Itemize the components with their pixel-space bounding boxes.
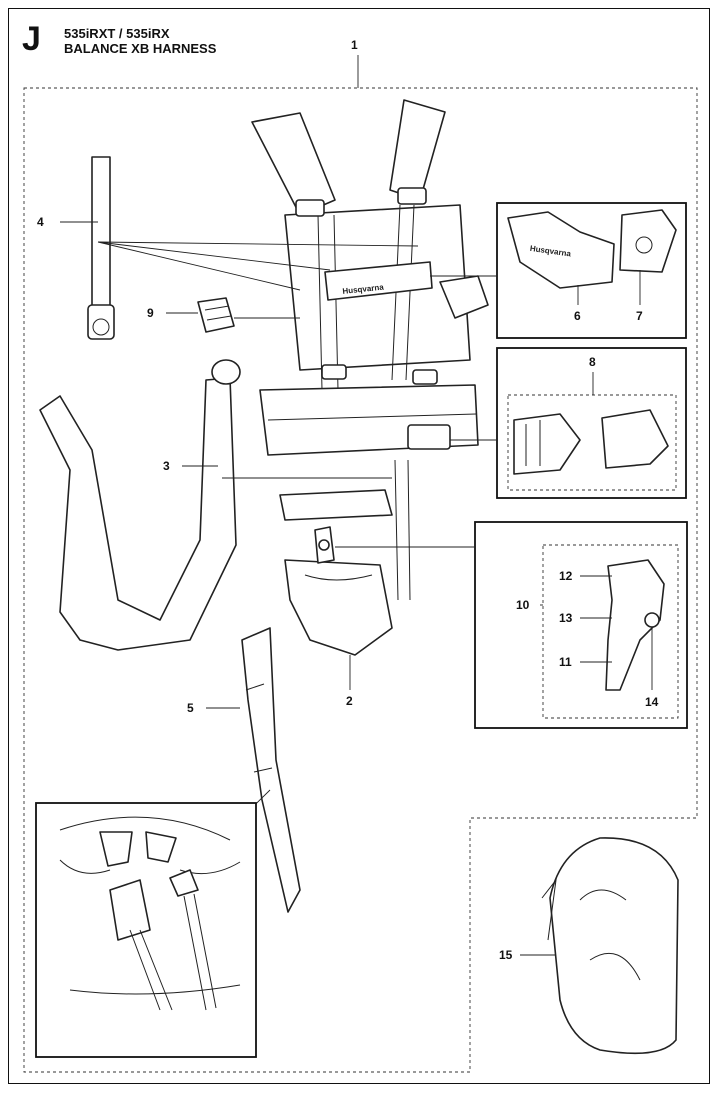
page-frame: [8, 8, 710, 1084]
strap-part-4: [87, 156, 115, 340]
hook-part-11: [605, 559, 665, 691]
buckle-part-8: [513, 409, 669, 475]
callout-9: 9: [147, 306, 154, 320]
callout-11: 11: [559, 655, 572, 669]
model-name: 535iRXT / 535iRX: [64, 26, 170, 41]
callout-2: 2: [346, 694, 353, 708]
callout-15: 15: [499, 948, 513, 962]
callout-6: 6: [574, 309, 581, 323]
cover-bag-part-15: [541, 837, 679, 1055]
callout-5: 5: [187, 701, 194, 715]
callout-12: 12: [559, 569, 573, 583]
callout-14: 14: [645, 695, 659, 709]
chest-pad-part-6: Husqvarna: [507, 211, 615, 289]
detail-inset-drawing: [59, 816, 241, 1011]
buckle-part-9: [197, 297, 235, 333]
assembly-boundary: [23, 87, 698, 1073]
callout-1: 1: [351, 38, 358, 52]
callout-3: 3: [163, 459, 170, 473]
callout-7: 7: [636, 309, 643, 323]
callout-4: 4: [37, 215, 44, 229]
brand-label: Husqvarna: [342, 283, 385, 296]
callout-10: 10: [516, 598, 530, 612]
section-letter: J: [22, 20, 41, 58]
padded-strap-part-3: [39, 359, 241, 651]
strap-part-5: [241, 627, 301, 913]
callout-8: 8: [589, 355, 596, 369]
buckle-cover-part-7: [619, 209, 677, 273]
callout-13: 13: [559, 611, 573, 625]
harness-main-drawing: Husqvarna: [251, 99, 489, 656]
diagram-title: 535iRXT / 535iRX BALANCE XB HARNESS: [64, 26, 216, 56]
assembly-name: BALANCE XB HARNESS: [64, 41, 217, 56]
